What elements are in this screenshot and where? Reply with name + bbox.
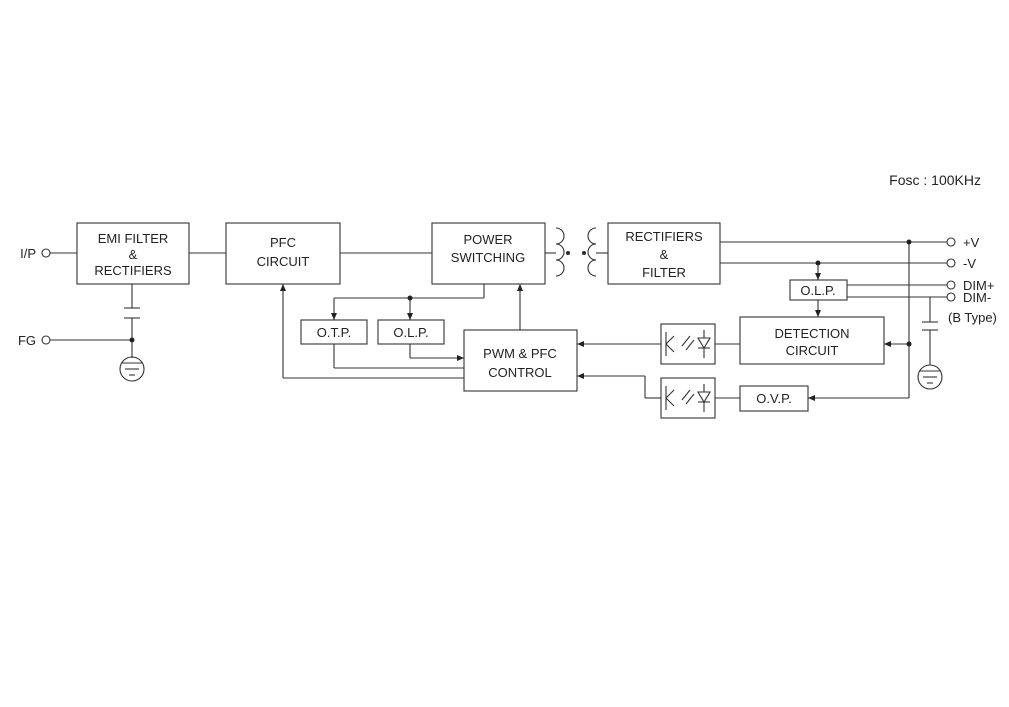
dimplus-label: DIM+ xyxy=(963,278,994,293)
rect-line3: FILTER xyxy=(642,265,686,280)
pwm-line1: PWM & PFC xyxy=(483,346,557,361)
power-switching-block: POWER SWITCHING xyxy=(431,222,546,285)
output-olp-label: O.L.P. xyxy=(800,283,835,298)
otp-label: O.T.P. xyxy=(317,325,351,340)
detection-line2: CIRCUIT xyxy=(786,343,839,358)
capacitor-icon xyxy=(124,307,140,319)
emi-line2: & xyxy=(129,247,138,262)
detection-line1: DETECTION xyxy=(774,326,849,341)
power-line1: POWER xyxy=(463,232,512,247)
rect-line2: & xyxy=(660,247,669,262)
rectifiers-filter-block: RECTIFIERS & FILTER xyxy=(607,222,721,285)
vminus-label: -V xyxy=(963,256,976,271)
ground-icon xyxy=(917,364,943,390)
pwm-pfc-control-block: PWM & PFC CONTROL xyxy=(463,329,578,392)
output-olp-block: O.L.P. xyxy=(789,279,848,301)
otp-block: O.T.P. xyxy=(300,319,368,345)
arrowheads xyxy=(280,273,891,401)
emi-line1: EMI FILTER xyxy=(98,231,169,246)
ground-icon xyxy=(119,356,145,382)
optocoupler-icon xyxy=(660,323,716,365)
power-line2: SWITCHING xyxy=(451,250,525,265)
junction-dots xyxy=(129,239,912,347)
ovp-block: O.V.P. xyxy=(739,385,809,412)
transformer-icon xyxy=(555,227,597,277)
dimminus-label: DIM- xyxy=(963,290,991,305)
optocoupler-icon xyxy=(660,377,716,419)
olp-block: O.L.P. xyxy=(377,319,445,345)
vplus-label: +V xyxy=(963,235,980,250)
pfc-circuit-block: PFC CIRCUIT xyxy=(225,222,341,285)
vminus-terminal: -V xyxy=(946,256,976,271)
vplus-terminal: +V xyxy=(946,235,980,250)
ip-label: I/P xyxy=(20,246,36,261)
dimminus-terminal: DIM- xyxy=(946,290,991,305)
fg-label: FG xyxy=(18,333,36,348)
ip-terminal: I/P xyxy=(20,246,51,261)
emi-line3: RECTIFIERS xyxy=(94,263,172,278)
ovp-label: O.V.P. xyxy=(756,391,791,406)
emi-filter-block: EMI FILTER & RECTIFIERS xyxy=(76,222,190,285)
detection-circuit-block: DETECTION CIRCUIT xyxy=(739,316,885,365)
pfc-line1: PFC xyxy=(270,235,296,250)
fosc-annotation: Fosc : 100KHz xyxy=(889,172,981,188)
olp-label: O.L.P. xyxy=(393,325,428,340)
btype-label: (B Type) xyxy=(948,310,997,325)
capacitor-icon xyxy=(922,321,938,331)
pwm-line2: CONTROL xyxy=(488,365,552,380)
pfc-line2: CIRCUIT xyxy=(257,254,310,269)
rect-line1: RECTIFIERS xyxy=(625,229,703,244)
fg-terminal: FG xyxy=(18,333,51,348)
dimplus-terminal: DIM+ xyxy=(946,278,994,293)
